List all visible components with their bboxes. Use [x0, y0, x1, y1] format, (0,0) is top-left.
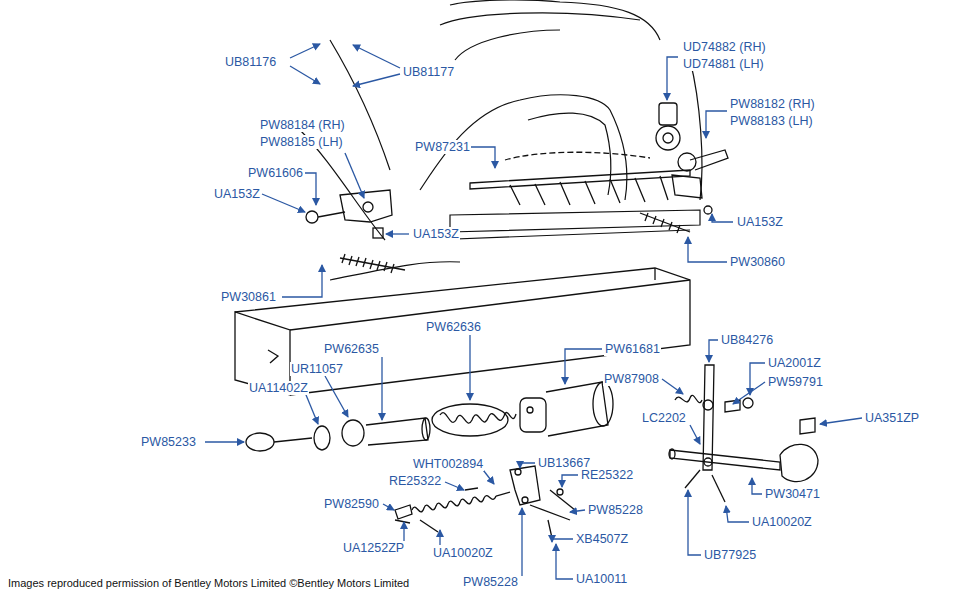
part-number: UA351ZP [864, 411, 920, 425]
actuator [246, 382, 613, 451]
motor-assembly [656, 103, 728, 198]
part-number: UR11057 [290, 362, 344, 376]
copyright-caption: Images reproduced permission of Bentley … [8, 577, 409, 590]
part-number: PW85233 [140, 435, 197, 449]
part-number: PW61606 [247, 166, 304, 180]
part-number: PW88185 (LH) [259, 135, 344, 149]
leader-line [205, 44, 862, 579]
part-number: PW59791 [767, 375, 824, 389]
part-number: UD74881 (LH) [682, 57, 765, 71]
part-number: RE25322 [388, 474, 442, 488]
part-number: PW85228 [587, 503, 644, 517]
part-number: PW30860 [729, 255, 786, 269]
part-number: PW88183 (LH) [729, 114, 814, 128]
part-number: RE25322 [580, 468, 634, 482]
part-number: UA10020Z [751, 515, 813, 529]
part-number: UA10020Z [432, 546, 494, 560]
threaded-rod [340, 213, 690, 273]
part-number: PW85228 [462, 575, 519, 589]
part-number: UA10011 [575, 572, 628, 586]
part-number: UA153Z [213, 187, 261, 201]
part-number: PW88184 (RH) [259, 118, 346, 132]
part-number: PW30471 [764, 487, 821, 501]
part-number: PW62635 [323, 342, 380, 356]
part-number: UB84276 [720, 333, 774, 347]
support-box [235, 268, 690, 395]
seat-outline [300, 0, 702, 280]
part-number: UA153Z [412, 227, 460, 241]
part-number: WHT002894 [412, 457, 484, 471]
part-number: UA1252ZP [342, 541, 405, 555]
part-number: PW88182 (RH) [729, 97, 816, 111]
part-number: PW62636 [425, 320, 482, 334]
part-number: UD74882 (RH) [682, 40, 767, 54]
part-number: UA153Z [736, 215, 784, 229]
part-number: PW87231 [414, 140, 471, 154]
left-bracket [306, 190, 712, 238]
part-number: UB81176 [224, 55, 277, 69]
part-number: UB77925 [703, 548, 757, 562]
part-number: UA11402Z [248, 381, 309, 395]
part-number: UA2001Z [767, 356, 822, 370]
part-number: PW30861 [220, 290, 277, 304]
cross-bar [470, 152, 690, 205]
part-number: LC2202 [641, 411, 687, 425]
part-number: PW87908 [603, 372, 660, 386]
part-number: PW82590 [323, 497, 380, 511]
part-number: UB81177 [402, 65, 455, 79]
part-number: XB4507Z [575, 532, 629, 546]
part-number: PW61681 [604, 342, 661, 356]
